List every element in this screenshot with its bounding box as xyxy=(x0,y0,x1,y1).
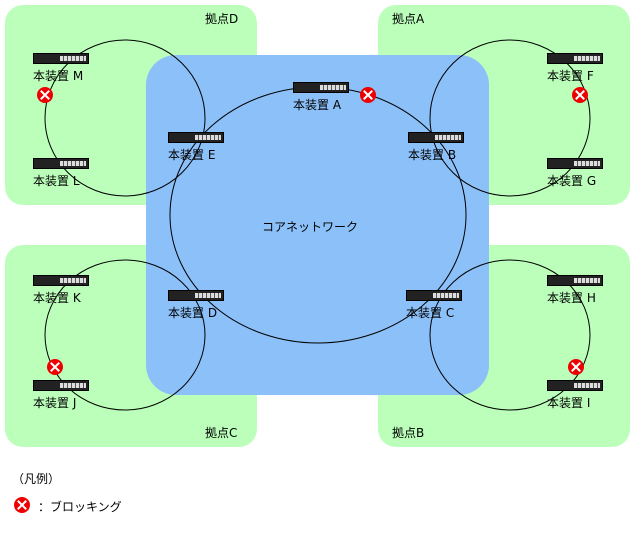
legend-blocking-icon xyxy=(14,497,30,513)
device-k: 本装置 K xyxy=(33,275,89,306)
legend-blocking-label: ：ブロッキング xyxy=(38,500,122,514)
switch-icon xyxy=(33,158,89,169)
device-b: 本装置 B xyxy=(408,132,464,163)
switch-icon xyxy=(408,132,464,143)
switch-icon xyxy=(293,82,349,93)
switch-icon xyxy=(547,158,603,169)
device-label: 本装置 I xyxy=(547,396,591,410)
device-label: 本装置 A xyxy=(293,98,342,112)
core-network-label: コアネットワーク xyxy=(262,220,359,234)
device-d: 本装置 D xyxy=(168,290,224,321)
site-c-ring xyxy=(44,259,206,411)
switch-icon xyxy=(33,275,89,286)
device-f: 本装置 F xyxy=(547,53,603,84)
blocking-icon xyxy=(360,87,376,103)
blocking-icon xyxy=(568,359,584,375)
switch-icon xyxy=(168,132,224,143)
device-label: 本装置 M xyxy=(33,69,84,83)
switch-icon xyxy=(547,380,603,391)
switch-icon xyxy=(33,380,89,391)
blocking-icon xyxy=(47,359,63,375)
device-l: 本装置 L xyxy=(33,158,89,189)
device-label: 本装置 F xyxy=(547,69,594,83)
device-label: 本装置 B xyxy=(408,148,457,162)
switch-icon xyxy=(547,53,603,64)
core-network-area xyxy=(146,55,489,395)
device-label: 本装置 H xyxy=(547,291,596,305)
switch-icon xyxy=(33,53,89,64)
device-label: 本装置 L xyxy=(33,174,80,188)
device-i: 本装置 I xyxy=(547,380,603,411)
legend-title: （凡例） xyxy=(12,472,61,486)
site-d-label: 拠点D xyxy=(205,12,239,26)
device-g: 本装置 G xyxy=(547,158,603,189)
site-d-ring xyxy=(44,39,206,197)
device-h: 本装置 H xyxy=(547,275,603,306)
device-label: 本装置 G xyxy=(547,174,597,188)
switch-icon xyxy=(547,275,603,286)
device-c: 本装置 C xyxy=(406,290,462,321)
device-e: 本装置 E xyxy=(168,132,224,163)
site-a-label: 拠点A xyxy=(392,12,425,26)
blocking-icon xyxy=(572,87,588,103)
site-a-ring xyxy=(429,39,591,197)
device-label: 本装置 C xyxy=(406,306,455,320)
device-a: 本装置 A xyxy=(293,82,349,113)
device-m: 本装置 M xyxy=(33,53,89,84)
blocking-icon xyxy=(37,87,53,103)
device-label: 本装置 K xyxy=(33,291,81,305)
site-b-ring xyxy=(429,259,591,411)
switch-icon xyxy=(168,290,224,301)
site-c-label: 拠点C xyxy=(205,426,238,440)
device-label: 本装置 J xyxy=(33,396,77,410)
site-b-label: 拠点B xyxy=(392,426,425,440)
switch-icon xyxy=(406,290,462,301)
device-j: 本装置 J xyxy=(33,380,89,411)
device-label: 本装置 D xyxy=(168,306,218,320)
device-label: 本装置 E xyxy=(168,148,216,162)
